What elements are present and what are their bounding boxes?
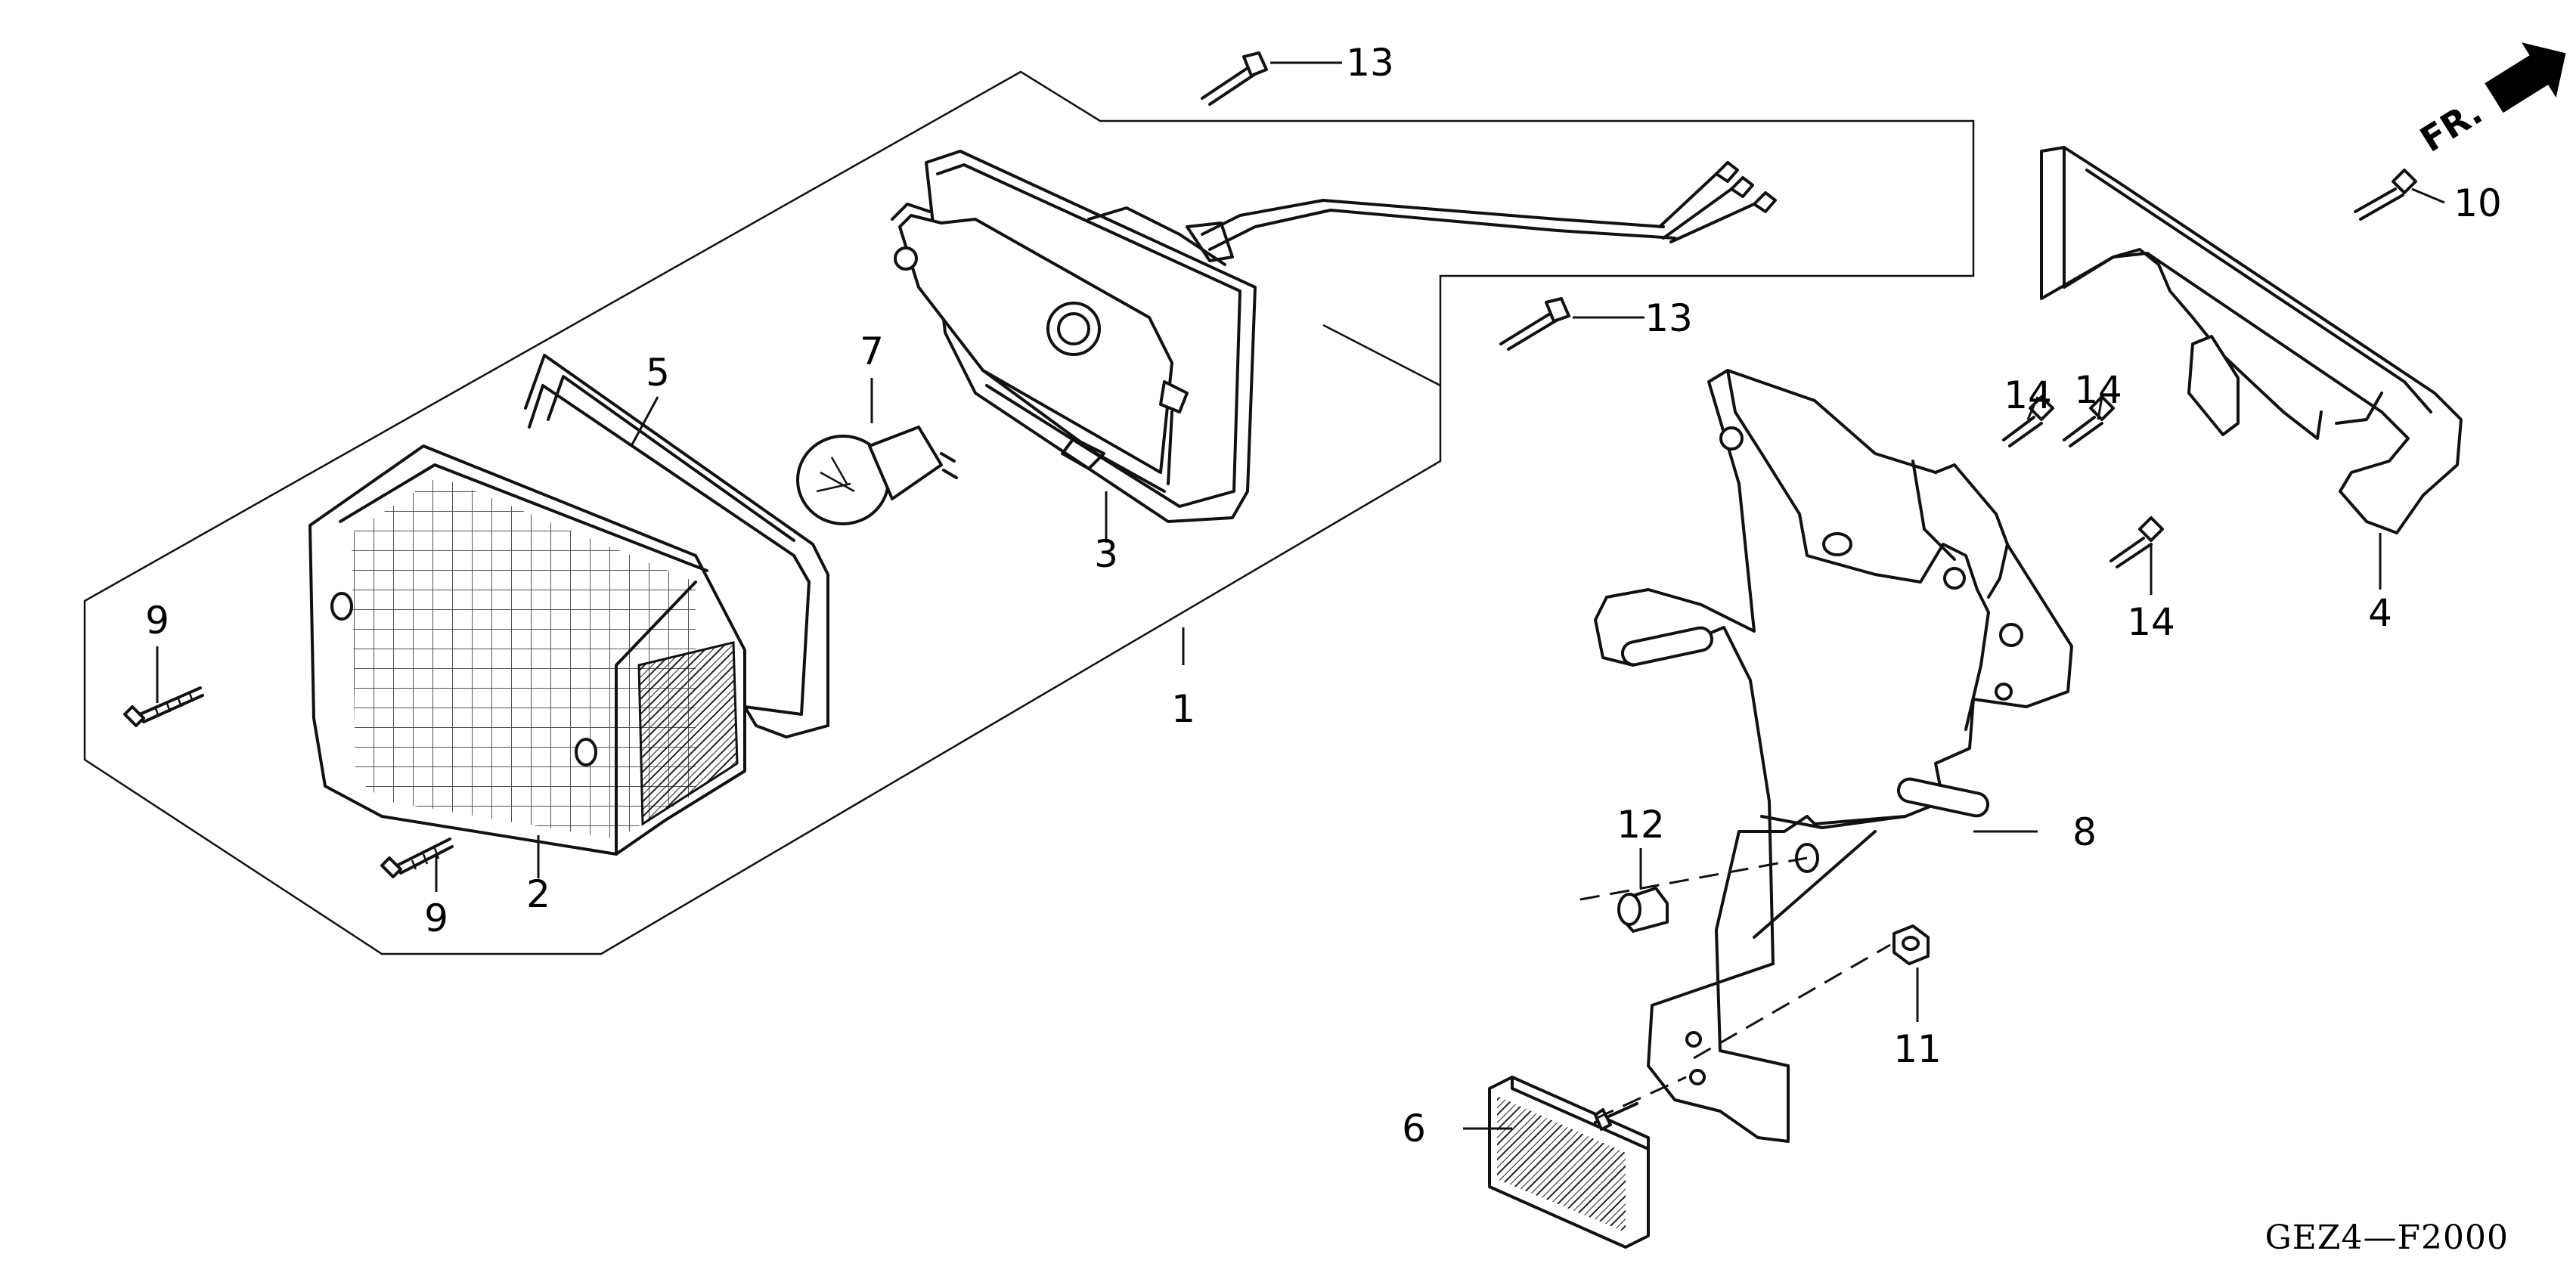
callout-9-top: 9 (145, 599, 169, 642)
screw-13-top (1201, 51, 1268, 106)
leader-lines (156, 61, 2445, 1130)
tail-lens (308, 444, 746, 856)
assembly-dash-lines (1579, 856, 1891, 1120)
front-label: FR. (2413, 91, 2489, 160)
front-direction-indicator: FR. (2413, 42, 2566, 160)
screw-9-top (123, 686, 204, 727)
lens-gasket (524, 354, 829, 738)
drawing-code: GEZ4—F2000 (2265, 1218, 2509, 1257)
bulb (796, 426, 958, 525)
callout-10: 10 (2454, 181, 2502, 225)
callout-14-c: 14 (2127, 600, 2175, 644)
callout-6: 6 (1402, 1107, 1426, 1150)
screw-9-bottom (380, 838, 454, 878)
callout-4: 4 (2368, 591, 2392, 635)
rear-cover (2040, 146, 2463, 534)
front-arrow-icon (2485, 42, 2566, 113)
lamp-bracket (1594, 369, 2073, 1143)
nut-11 (1892, 924, 1930, 965)
callout-9-bottom: 9 (424, 896, 448, 940)
callout-7: 7 (860, 330, 884, 373)
callout-3: 3 (1094, 532, 1118, 576)
callout-12: 12 (1617, 803, 1665, 847)
bolt-14-c (2109, 516, 2164, 568)
callout-1: 1 (1171, 687, 1195, 731)
callout-14-a: 14 (2004, 373, 2052, 417)
bolt-10 (2354, 169, 2417, 221)
callout-11: 11 (1893, 1027, 1942, 1071)
assembly-outline (83, 70, 1975, 955)
callout-13-top: 13 (1346, 41, 1394, 85)
callout-13-mid: 13 (1644, 296, 1693, 340)
reflector (1488, 1076, 1650, 1249)
callout-8: 8 (2072, 810, 2097, 854)
callouts: 1 2 3 4 5 6 7 8 9 9 10 11 12 13 13 14 14… (145, 41, 2502, 1150)
callout-14-b: 14 (2074, 368, 2122, 412)
lamp-housing (891, 150, 1777, 523)
screw-13-mid (1499, 297, 1570, 351)
callout-2: 2 (526, 872, 550, 916)
grommet-12 (1617, 887, 1669, 933)
callout-5: 5 (646, 351, 670, 395)
